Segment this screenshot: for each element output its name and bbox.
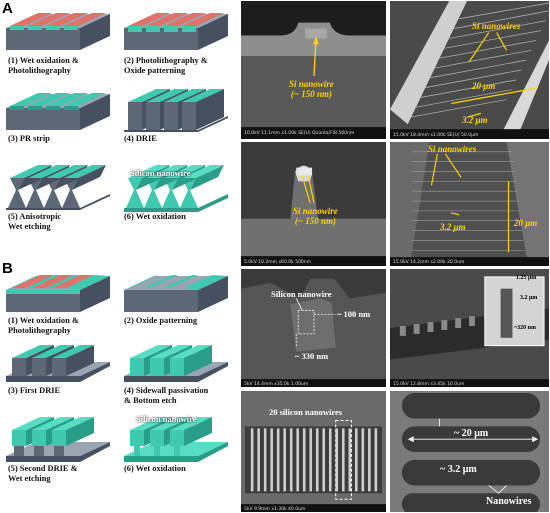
sem-b-tr-bar: 15.0kV 12.8mm x3.45k 10.0um xyxy=(393,382,465,387)
nanowire-line xyxy=(374,428,378,492)
sem-b-bl-bar: 5kV 9.9mm x1.30k 40.0um xyxy=(244,507,306,512)
arrow-a-tl xyxy=(313,36,319,76)
sem-a-br-dim-b: 20 μm xyxy=(514,218,538,228)
nanowire-line xyxy=(250,428,254,492)
sem-a-bottom-left: Si nanowire (~ 150 nm) 5.0kV 10.2mm x60.… xyxy=(240,141,387,267)
caption-a3: (3) PR strip xyxy=(8,134,50,143)
sem-b-bl-label: 20 silicon nanowires xyxy=(269,407,343,417)
schematic-b2 xyxy=(124,275,228,312)
sem-b-bottom-left: 20 silicon nanowires 5kV 9.9mm x1.30k 40… xyxy=(240,390,387,513)
sem-a-bl-label: Si nanowire (~ 150 nm) xyxy=(293,206,338,226)
sem-a-top-left: Si nanowire (~ 150 nm) 10.0kV 11.1mm x1.… xyxy=(240,0,387,140)
caption-b6: (6) Wet oxidation xyxy=(124,464,186,473)
nanowire-line xyxy=(355,428,358,492)
sem-b-tl-dim-b: ~ 330 nm xyxy=(295,351,329,361)
caption-b5: (5) Second DRIE & Wet etching xyxy=(8,464,78,483)
panel-b-letter: B xyxy=(2,260,13,277)
sem-b-bottom-right: ~ 20 μm ~ 3.2 μm Nanowires xyxy=(389,390,550,513)
nanowire-line xyxy=(302,428,306,492)
caption-a2: (2) Photolithography & Oxide patterning xyxy=(124,56,208,75)
sem-b-top-left: Silicon nanowire ~ 100 nm ~ 330 nm 5kV 1… xyxy=(240,268,387,388)
caption-a5: (5) Anisotropic Wet etching xyxy=(8,212,62,231)
overlay-label-b6: Silicon nanowire xyxy=(136,414,197,424)
nanowire-line xyxy=(368,428,371,492)
sem-a-tr-label: Si nanowires xyxy=(472,21,521,31)
sem-a-top-right: Si nanowires 20 μm 3.2 μm 15.0kV 18.4mm … xyxy=(389,0,550,140)
sem-b-top-right: 1.25 μm 3.2 μm ~320 nm 15.0kV 12.8mm x3.… xyxy=(389,268,550,388)
sem-b-tl-bar: 5kV 14.4mm x35.0k 1.00um xyxy=(244,382,309,387)
nanowire-line xyxy=(328,428,332,492)
sem-a-tr-bar: 15.0kV 18.4mm x1.00k SE(U) 50.0μm xyxy=(393,133,479,138)
sem-a-br-label: Si nanowires xyxy=(428,144,477,154)
arrows-a-br xyxy=(430,153,510,253)
arrows-a-tr xyxy=(451,32,539,118)
nanowire-line xyxy=(257,428,260,492)
sem-b-tl-dim-a: ~ 100 nm xyxy=(337,309,371,319)
schematic-a5 xyxy=(6,165,110,210)
nanowire-line xyxy=(309,428,313,492)
nanowire-line xyxy=(296,428,299,492)
caption-b4: (4) Sidewall passivation & Bottom etch xyxy=(124,386,209,405)
sem-a-tl-bar: 10.0kV 11.1mm x1.00k SE(U) Quanta/FIB 50… xyxy=(244,131,355,136)
sem-b-tl-label: Silicon nanowire xyxy=(271,289,332,299)
schematic-a6 xyxy=(124,165,228,212)
sem-b-tr-dim-c: ~320 nm xyxy=(514,325,536,331)
sem-a-bl-bar: 5.0kV 10.2mm x60.0k 500nm xyxy=(244,260,312,265)
schematic-b5 xyxy=(6,417,110,462)
nanowire-line xyxy=(342,428,345,492)
nanowire-line xyxy=(289,428,293,492)
sem-a-br-dim-a: 3.2 μm xyxy=(440,222,466,232)
caption-b1: (1) Wet oxidation & Photolithography xyxy=(8,316,79,335)
schematic-b4 xyxy=(124,345,228,382)
schematic-b3 xyxy=(6,345,110,382)
sem-b-br-dim-a: ~ 20 μm xyxy=(454,428,489,439)
sem-a-tl-label: Si nanowire (~ 150 nm) xyxy=(289,79,334,99)
sem-b-tr-dim-a: 1.25 μm xyxy=(516,275,537,281)
schematic-a1 xyxy=(6,13,110,50)
caption-a6: (6) Wet oxidation xyxy=(124,212,186,221)
caption-a4: (4) DRIE xyxy=(124,134,157,143)
caption-b3: (3) First DRIE xyxy=(8,386,61,395)
overlay-label-a6: Silicon nanowire xyxy=(130,168,191,178)
nanowire-line xyxy=(276,428,280,492)
arrows-a-bl xyxy=(301,175,315,204)
marks-b-tl xyxy=(295,298,336,348)
sem-a-br-bar: 15.0kV 14.2mm x2.00k 20.0um xyxy=(393,260,465,265)
nanowire-line xyxy=(361,428,365,492)
schematic-a2 xyxy=(124,13,228,50)
sem-b-tr-dim-b: 3.2 μm xyxy=(520,295,538,301)
sem-a-tr-dim-a: 20 μm xyxy=(472,81,496,91)
sem-a-bottom-right: Si nanowires 3.2 μm 20 μm 15.0kV 14.2mm … xyxy=(389,141,550,267)
sem-a-tr-dim-b: 3.2 μm xyxy=(462,115,488,125)
sem-b-br-dim-b: ~ 3.2 μm xyxy=(440,464,477,475)
schematic-b1 xyxy=(6,275,110,312)
nanowire-line xyxy=(322,428,326,492)
schematic-b6 xyxy=(124,417,228,462)
schematic-a3 xyxy=(6,93,110,130)
nanowire-line xyxy=(263,428,267,492)
nanowire-line xyxy=(335,428,339,492)
nanowire-line xyxy=(270,428,273,492)
nanowire-line xyxy=(315,428,319,492)
schematic-a4 xyxy=(124,89,228,132)
sem-b-br-label: Nanowires xyxy=(486,496,532,507)
caption-b2: (2) Oxide patterning xyxy=(124,316,198,325)
nanowire-line xyxy=(283,428,286,492)
nanowire-line xyxy=(348,428,352,492)
panel-a-letter: A xyxy=(2,0,13,17)
caption-a1: (1) Wet oxidation & Photolithography xyxy=(8,56,79,75)
